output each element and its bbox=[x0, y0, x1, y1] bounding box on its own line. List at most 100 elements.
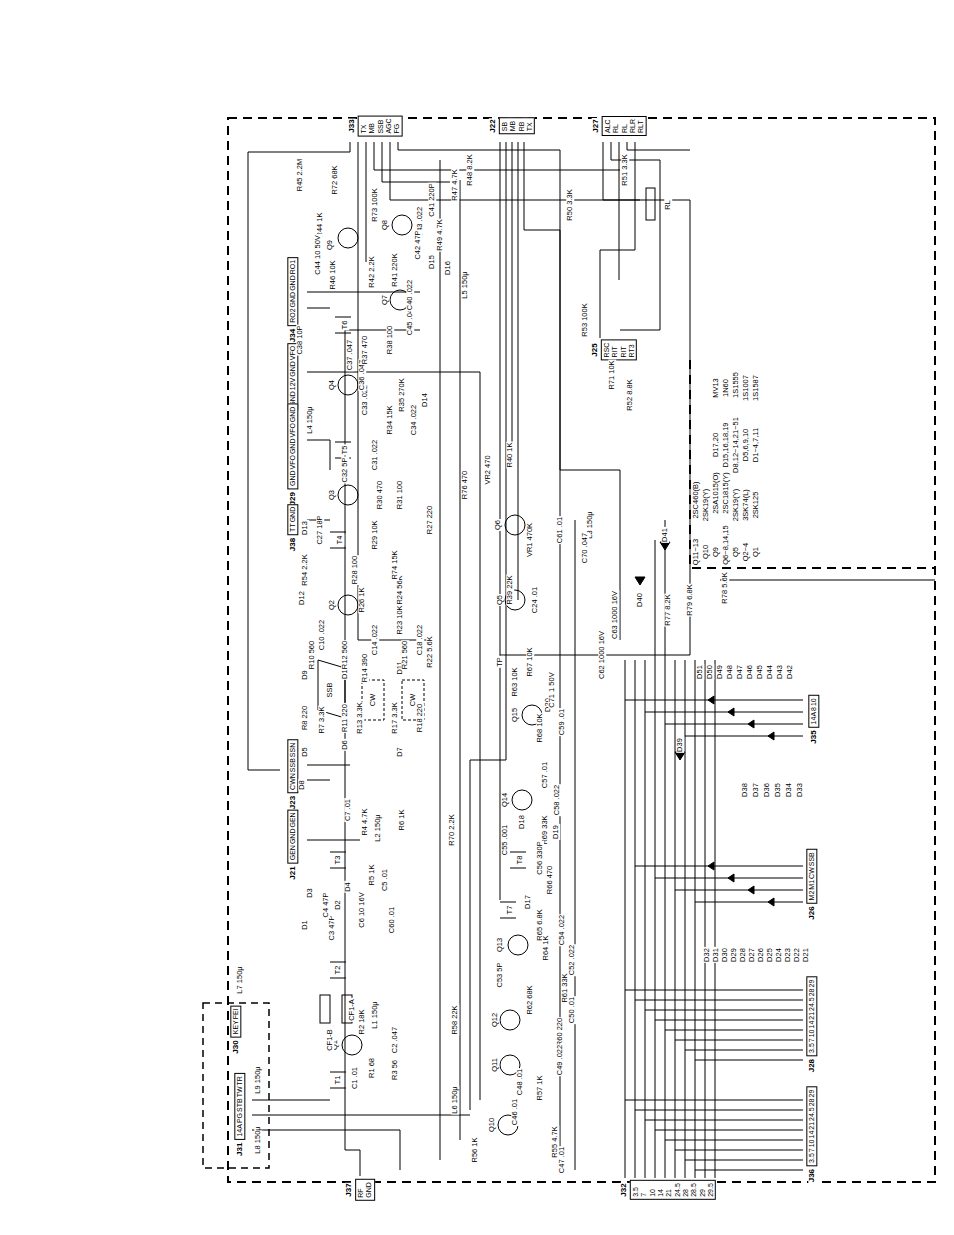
pin-name: 12V bbox=[289, 378, 296, 390]
pin-name: 24.5 bbox=[674, 1183, 681, 1197]
pin-name: PG bbox=[236, 1113, 243, 1123]
sub-board-outline bbox=[203, 1003, 269, 1168]
part-label: C60 .01 bbox=[388, 906, 396, 934]
pin-name: 28.5 bbox=[690, 1183, 697, 1197]
part-label: C44 10 50V bbox=[314, 234, 322, 276]
part-label: Q11~13 bbox=[692, 538, 700, 566]
pin-name: RT3 bbox=[628, 343, 635, 358]
part-label: C48 .01 bbox=[516, 1068, 524, 1096]
connector-block: J25RSCRITRITRT3 bbox=[591, 340, 637, 361]
part-label: R18 220 bbox=[416, 703, 424, 733]
pin-name: RLR bbox=[629, 119, 636, 133]
part-label: C37 .047 bbox=[346, 339, 354, 371]
part-label: D47 bbox=[736, 664, 744, 680]
part-label: R45 2.2M bbox=[296, 158, 304, 193]
part-label: CF1-A bbox=[348, 998, 356, 1022]
board-outline bbox=[228, 118, 935, 1182]
part-label: R58 22K bbox=[451, 1004, 459, 1035]
part-label: C18 .022 bbox=[416, 624, 424, 656]
part-label: C56 330P bbox=[536, 840, 544, 875]
part-label: R13 3.3K bbox=[356, 701, 364, 734]
part-label: R63 10K bbox=[511, 666, 519, 697]
part-label: 2SC1815(Y) bbox=[722, 471, 730, 514]
part-label: C41 220P bbox=[428, 182, 436, 217]
part-label: D49 bbox=[716, 664, 724, 680]
part-label: R21 560 bbox=[401, 640, 409, 670]
connector-name: J21 bbox=[289, 865, 297, 880]
part-label: D12 bbox=[298, 590, 306, 606]
part-label: TP bbox=[496, 656, 504, 668]
connector-block: J33TXMBSSBAGCFG bbox=[348, 115, 403, 136]
part-label: MV13 bbox=[712, 377, 720, 399]
pin-name: GND bbox=[366, 1182, 373, 1198]
pin-name: 8 bbox=[810, 707, 817, 711]
part-label: Q6~8,14,15 bbox=[722, 524, 730, 565]
part-label: Q9 bbox=[326, 239, 334, 251]
connector-name: J35 bbox=[810, 729, 818, 744]
connector-block: J21GENGNDGEN bbox=[287, 809, 298, 880]
connector-block: J283.5710142124.52829 bbox=[806, 977, 817, 1074]
connector-name: J38 bbox=[289, 537, 297, 552]
part-label: R42 2.2K bbox=[368, 255, 376, 288]
pin-name: 7 bbox=[808, 1038, 815, 1042]
part-label: R23 10K bbox=[396, 604, 404, 635]
part-label: D45 bbox=[756, 664, 764, 680]
connector-name: J22 bbox=[489, 118, 497, 133]
part-label: C2 .047 bbox=[391, 1026, 399, 1054]
connector-name: J33 bbox=[348, 118, 356, 133]
part-label: L4 150μ bbox=[306, 405, 314, 434]
connector-name: J36 bbox=[808, 1168, 816, 1183]
pin-name: 7 bbox=[640, 1183, 647, 1197]
pin-strip: KEYFEI bbox=[230, 1005, 241, 1037]
pin-name: CWN bbox=[289, 773, 296, 790]
part-label: Q10 bbox=[702, 544, 710, 560]
part-label: 3SK74(L) bbox=[742, 488, 750, 522]
part-label: R17 3.3K bbox=[391, 701, 399, 734]
part-label: R51 3.3K bbox=[621, 153, 629, 186]
pin-name: 14A bbox=[810, 712, 817, 724]
part-label: VR2 470 bbox=[484, 454, 492, 485]
part-label: R50 3.3K bbox=[566, 188, 574, 221]
part-label: T4 bbox=[336, 535, 344, 546]
part-label: D1 bbox=[301, 919, 309, 931]
part-label: D6 bbox=[341, 739, 349, 751]
pin-name: VFO bbox=[289, 455, 296, 469]
pin-name: FEI bbox=[232, 1008, 239, 1019]
pin-name: KEY bbox=[232, 1020, 239, 1034]
part-label: R71 10K bbox=[608, 359, 616, 390]
part-label: L9 150μ bbox=[254, 1065, 262, 1094]
part-label: T6 bbox=[341, 320, 349, 331]
pin-strip: TTGND bbox=[287, 504, 298, 535]
part-label: T5 bbox=[341, 445, 349, 456]
part-label: D3 bbox=[306, 887, 314, 899]
pin-strip: SBMBRBTX bbox=[499, 118, 535, 135]
part-label: R39 22K bbox=[506, 574, 514, 605]
pin-name: SSN bbox=[289, 743, 296, 757]
part-label: C54 .022 bbox=[558, 914, 566, 946]
part-label: D30 bbox=[721, 947, 729, 963]
part-label: 1S1555 bbox=[732, 371, 740, 399]
part-label: Q5 bbox=[496, 594, 504, 606]
pin-name: RF bbox=[357, 1182, 364, 1198]
pin-name: 3.5 bbox=[632, 1183, 639, 1197]
pin-name: RSC bbox=[603, 343, 610, 358]
connector-name: J32 bbox=[620, 1182, 628, 1197]
pin-name: RIT bbox=[620, 343, 627, 358]
connector-name: J30 bbox=[232, 1039, 240, 1054]
part-label: L7 150μ bbox=[236, 965, 244, 994]
part-label: R37 470 bbox=[361, 335, 369, 365]
connector-block: J37RFGND bbox=[345, 1179, 375, 1201]
connector-name: J31 bbox=[236, 1142, 244, 1157]
part-label: D37 bbox=[752, 782, 760, 798]
part-label: R52 8.8K bbox=[626, 378, 634, 411]
connector-name: J25 bbox=[591, 342, 599, 357]
part-label: C59 .01 bbox=[558, 708, 566, 736]
part-label: D35 bbox=[774, 782, 782, 798]
part-label: D38 bbox=[741, 782, 749, 798]
pin-name: ALC bbox=[604, 119, 611, 133]
part-label: Q15 bbox=[511, 707, 519, 723]
pin-name: SSB bbox=[376, 118, 383, 133]
pin-name: STB bbox=[236, 1098, 243, 1112]
part-label: C31 .022 bbox=[371, 439, 379, 471]
part-label: T8 bbox=[516, 855, 524, 866]
